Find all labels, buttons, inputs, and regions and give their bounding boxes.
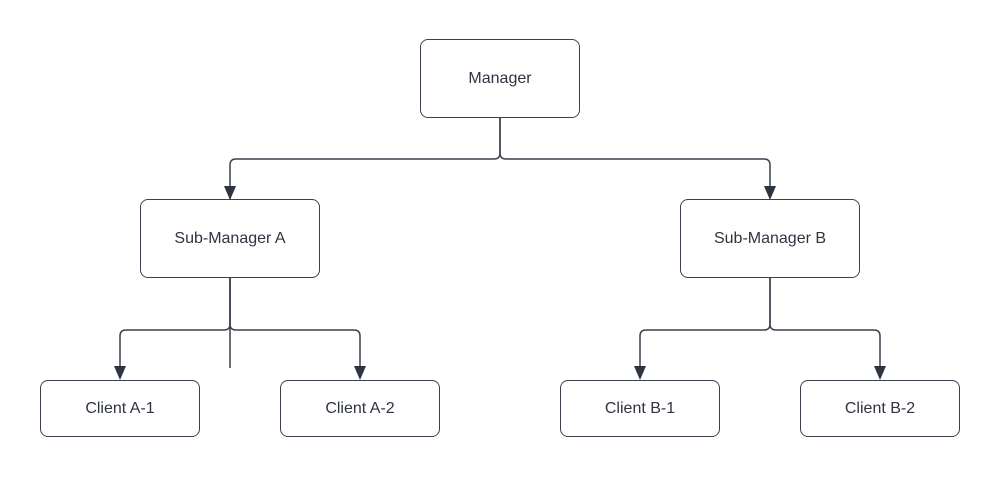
node-client-b-2[interactable]: Client B-2	[800, 380, 960, 437]
arrowhead-down-icon	[634, 366, 646, 380]
node-sub-manager-b[interactable]: Sub-Manager B	[680, 199, 860, 278]
edge-line	[119, 278, 231, 368]
edge-line	[769, 278, 881, 368]
edge-line	[499, 118, 771, 188]
arrowhead-down-icon	[114, 366, 126, 380]
edge-manager-to-sub-manager-b[interactable]	[499, 118, 776, 200]
node-label: Client A-1	[85, 399, 155, 417]
edge-line	[639, 278, 771, 368]
node-label: Client B-2	[844, 399, 916, 417]
arrowhead-down-icon	[354, 366, 366, 380]
node-label: Client B-1	[604, 399, 676, 417]
arrowhead-down-icon	[874, 366, 886, 380]
node-label: Sub-Manager A	[174, 229, 286, 247]
edge-line	[229, 278, 361, 368]
node-sub-manager-a[interactable]: Sub-Manager A	[140, 199, 320, 278]
node-manager[interactable]: Manager	[420, 39, 580, 118]
node-client-a-2[interactable]: Client A-2	[280, 380, 440, 437]
arrowhead-down-icon	[764, 186, 776, 200]
node-label: Client A-2	[325, 399, 395, 417]
edge-sub-manager-b-to-client-b-2[interactable]	[769, 278, 886, 380]
node-client-b-1[interactable]: Client B-1	[560, 380, 720, 437]
edge-sub-manager-a-to-client-a-2[interactable]	[229, 278, 366, 380]
edge-sub-manager-a-to-client-a-1[interactable]	[114, 278, 231, 380]
edge-sub-manager-b-to-client-b-1[interactable]	[634, 278, 771, 380]
node-label: Manager	[468, 69, 532, 87]
arrowhead-down-icon	[224, 186, 236, 200]
node-label: Sub-Manager B	[713, 229, 827, 247]
node-client-a-1[interactable]: Client A-1	[40, 380, 200, 437]
